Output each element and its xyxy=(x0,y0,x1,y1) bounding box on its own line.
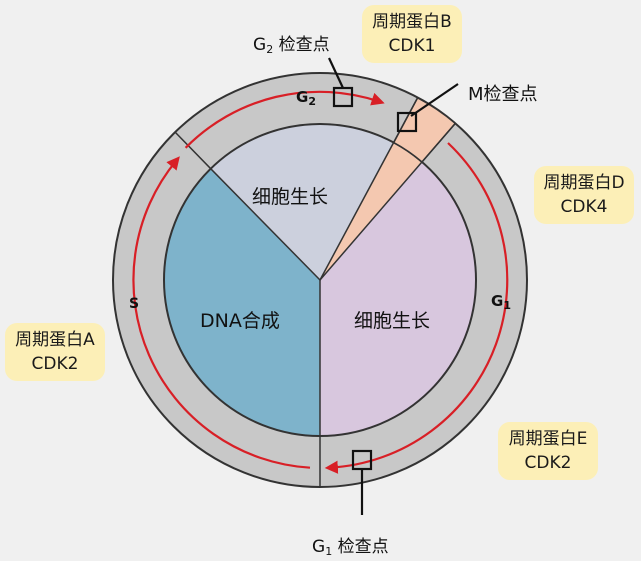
sector-label-growth-upper: 细胞生长 xyxy=(252,186,329,208)
m-checkpoint-label: M检查点 xyxy=(468,84,538,105)
phase-label-g1: G1 xyxy=(491,292,511,312)
cyclin-a-cdk: CDK2 xyxy=(31,354,79,374)
arrow-g1 xyxy=(324,142,509,474)
g1-checkpoint-label: G1 检查点 xyxy=(312,537,389,558)
sector-growth-right xyxy=(320,162,476,436)
g2-checkpoint-label: G2 检查点 xyxy=(253,35,330,56)
cyclin-e-tag: 周期蛋白E CDK2 xyxy=(498,422,598,480)
cyclin-d-tag: 周期蛋白D CDK4 xyxy=(534,166,634,224)
cyclin-a-name: 周期蛋白A xyxy=(15,330,95,350)
g2-checkpoint-leader xyxy=(328,57,344,89)
phase-label-g2: G2 xyxy=(296,88,316,108)
sector-m-phase xyxy=(320,142,422,280)
sector-label-growth-right: 细胞生长 xyxy=(354,310,431,332)
divider-m-right xyxy=(319,122,456,281)
sector-dna-synthesis xyxy=(164,168,320,436)
m-checkpoint-box xyxy=(396,111,418,133)
cyclin-d-cdk: CDK4 xyxy=(560,197,608,217)
cyclin-b-cdk: CDK1 xyxy=(388,36,436,56)
cyclin-e-cdk: CDK2 xyxy=(524,453,572,473)
cyclin-a-tag: 周期蛋白A CDK2 xyxy=(5,323,105,381)
m-checkpoint-leader xyxy=(410,83,459,117)
phase-label-s: S xyxy=(129,296,140,312)
divider-m-left xyxy=(319,97,419,281)
cyclin-d-name: 周期蛋白D xyxy=(543,173,625,193)
sector-label-dna: DNA合成 xyxy=(200,310,280,332)
divider-ring-s-g2 xyxy=(174,131,212,170)
cyclin-b-tag: 周期蛋白B CDK1 xyxy=(362,5,462,63)
arrow-s xyxy=(132,156,311,469)
cyclin-e-name: 周期蛋白E xyxy=(508,429,588,449)
cyclin-b-name: 周期蛋白B xyxy=(372,12,452,32)
divider-dna-growth xyxy=(210,168,321,281)
sector-growth-upper xyxy=(210,123,394,280)
